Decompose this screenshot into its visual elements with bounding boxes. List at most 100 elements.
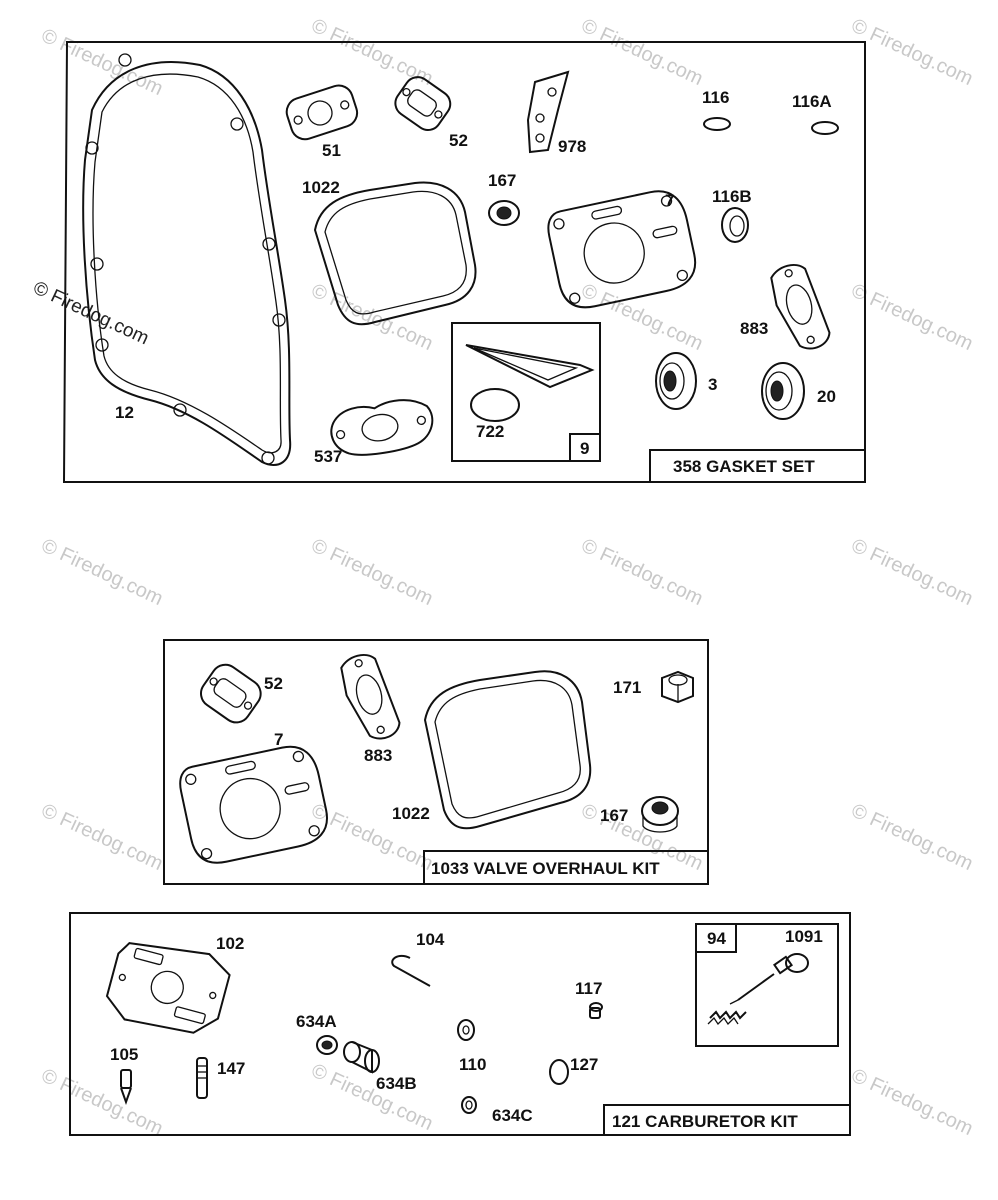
bolt-hole xyxy=(261,451,275,465)
label-634c: 634C xyxy=(492,1106,533,1125)
valve-kit-title-box xyxy=(423,850,709,885)
watermark: © Firedog.com xyxy=(578,15,706,90)
label-102: 102 xyxy=(216,934,244,953)
label-1091: 1091 xyxy=(785,927,823,946)
part-3-oil-seal xyxy=(655,352,697,410)
part-1022-valve-cover-gasket xyxy=(313,181,477,326)
gasket-set-title: 358 GASKET SET xyxy=(673,457,815,476)
carb-kit-title-box xyxy=(603,1104,851,1136)
label-20: 20 xyxy=(817,387,836,406)
label-167: 167 xyxy=(600,806,628,825)
label-3: 3 xyxy=(708,375,717,394)
label-634b: 634B xyxy=(376,1074,417,1093)
label-117: 117 xyxy=(575,979,602,998)
part-634a-seal xyxy=(316,1035,338,1055)
watermark: © Firedog.com xyxy=(578,535,706,610)
part-634b-sleeve xyxy=(343,1041,380,1074)
carb-kit-title: 121 CARBURETOR KIT xyxy=(612,1112,798,1131)
part-722-o-ring xyxy=(470,388,520,422)
bolt-hole xyxy=(118,53,132,67)
watermark: © Firedog.com xyxy=(578,280,706,355)
bolt-hole xyxy=(272,313,286,327)
watermark: © Firedog.com xyxy=(38,1065,166,1140)
part-52-gasket xyxy=(200,663,262,724)
watermark: © Firedog.com xyxy=(848,15,976,90)
watermark: © Firedog.com xyxy=(38,800,166,875)
label-537: 537 xyxy=(314,447,342,466)
part-116a-washer xyxy=(811,121,839,135)
gasket-set-panel: 12 51 52 978 116 116A xyxy=(62,41,866,483)
watermark: © Firedog.com xyxy=(848,1065,976,1140)
part-94-spring xyxy=(707,1010,747,1026)
part-7-head-gasket xyxy=(179,745,328,864)
label-105: 105 xyxy=(110,1045,138,1064)
valve-kit-title: 1033 VALVE OVERHAUL KIT xyxy=(431,859,660,878)
bolt-hole xyxy=(230,117,244,131)
part-20-oil-seal xyxy=(761,362,805,420)
label-94: 94 xyxy=(707,929,726,948)
part-116-washer xyxy=(703,117,731,131)
label-116: 116 xyxy=(702,88,729,107)
part-1022-valve-cover-gasket xyxy=(423,670,592,830)
label-634a: 634A xyxy=(296,1012,337,1031)
watermark-dark: © Firedog.com xyxy=(30,277,152,349)
label-116b: 116B xyxy=(712,187,752,206)
label-51: 51 xyxy=(322,141,341,160)
part-634c-seal xyxy=(461,1096,477,1114)
label-127: 127 xyxy=(570,1055,598,1074)
part-102-carb-gasket xyxy=(105,942,231,1034)
part-117-screw xyxy=(589,1002,603,1019)
part-167-seal xyxy=(488,200,520,226)
watermark: © Firedog.com xyxy=(308,535,436,610)
watermark: © Firedog.com xyxy=(848,535,976,610)
part-7-head-gasket xyxy=(547,190,697,309)
part-12-crankcase-gasket xyxy=(82,53,292,467)
gasket-set-title-box xyxy=(649,449,866,483)
inset-box-9 xyxy=(451,322,601,462)
bolt-hole xyxy=(173,403,187,417)
label-116a: 116A xyxy=(792,92,832,111)
watermark: © Firedog.com xyxy=(38,25,166,100)
bolt-hole xyxy=(90,257,104,271)
part-978-plate-gasket xyxy=(526,70,570,154)
watermark: © Firedog.com xyxy=(308,15,436,90)
label-110: 110 xyxy=(459,1055,486,1074)
part-51-gasket xyxy=(285,84,359,141)
inset-box-94 xyxy=(695,923,839,1047)
label-52: 52 xyxy=(264,674,283,693)
label-171: 171 xyxy=(613,678,641,697)
bolt-hole xyxy=(95,338,109,352)
label-12: 12 xyxy=(115,403,134,422)
bolt-hole xyxy=(85,141,99,155)
valve-kit-panel: 52 883 7 1022 171 xyxy=(163,639,709,885)
bolt-hole xyxy=(262,237,276,251)
watermark: © Firedog.com xyxy=(38,535,166,610)
label-1022: 1022 xyxy=(302,178,340,197)
part-883-gasket xyxy=(770,264,831,350)
label-104: 104 xyxy=(416,930,445,949)
part-537-gasket xyxy=(330,399,434,456)
inset-9-label-box xyxy=(569,433,601,462)
label-52: 52 xyxy=(449,131,468,150)
part-116b-washer xyxy=(721,207,749,243)
label-9: 9 xyxy=(580,439,589,458)
part-110-washer xyxy=(457,1019,475,1041)
label-883: 883 xyxy=(740,319,768,338)
part-171-nut xyxy=(661,670,694,704)
carb-kit-panel: 102 104 94 1091 117 634A xyxy=(69,912,851,1136)
part-147-screw xyxy=(196,1057,208,1099)
part-883-gasket xyxy=(340,654,401,740)
part-9-gasket xyxy=(465,344,595,389)
label-978: 978 xyxy=(558,137,586,156)
label-7: 7 xyxy=(274,730,283,749)
gasket-set-frame xyxy=(62,41,866,483)
label-722: 722 xyxy=(476,422,504,441)
part-105-inlet-needle xyxy=(120,1069,132,1105)
label-147: 147 xyxy=(217,1059,245,1078)
watermark: © Firedog.com xyxy=(848,800,976,875)
label-883: 883 xyxy=(364,746,392,765)
part-1091-mixture-screw xyxy=(729,953,809,1005)
part-52-gasket xyxy=(394,76,452,132)
carb-kit-frame xyxy=(69,912,851,1136)
